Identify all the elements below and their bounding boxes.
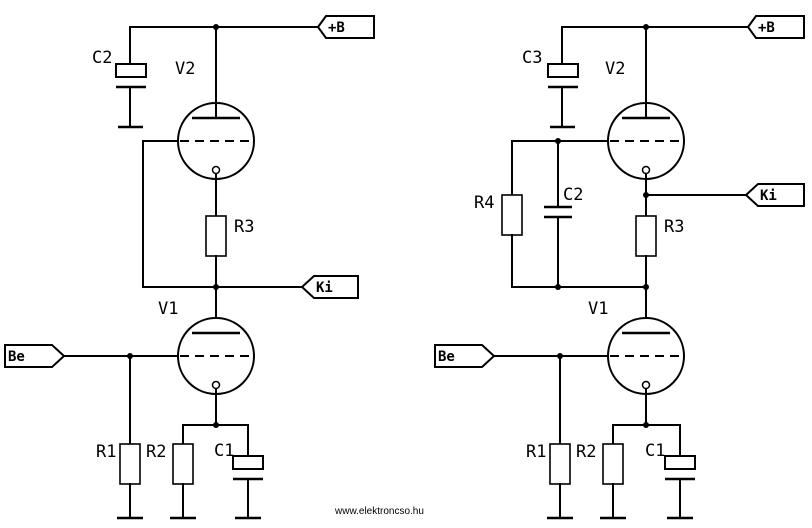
right-c3-label: C3 — [522, 48, 542, 68]
left-r1-body — [119, 443, 141, 485]
right-output-port — [744, 183, 805, 207]
left-output-label: Ki — [316, 280, 333, 296]
right-supply-label: +B — [758, 20, 775, 36]
right-junction — [555, 284, 561, 290]
right-c1-label: C1 — [645, 441, 665, 461]
left-r3-label: R3 — [234, 217, 254, 237]
left-junction — [213, 284, 219, 290]
right-r3-label: R3 — [664, 217, 684, 237]
right-c2-label: C2 — [563, 185, 583, 205]
left-v1-label: V1 — [158, 299, 178, 319]
right-v1-label: V1 — [588, 299, 608, 319]
right-v2-cathode — [641, 165, 651, 175]
left-c2-label: C2 — [92, 48, 112, 68]
left-cathode-bus — [182, 424, 249, 457]
right-r2-label: R2 — [576, 442, 596, 462]
left-circuit: +B C2 V2 R3 Ki V1 Be — [4, 15, 375, 520]
watermark: www.elektroncso.hu — [334, 506, 424, 517]
right-r2-body — [602, 443, 624, 485]
right-c3-plate-top — [547, 63, 579, 78]
right-r1-label: R1 — [526, 442, 546, 462]
right-input-label: Be — [438, 349, 455, 365]
left-v2-grid-wire — [142, 140, 217, 288]
left-v2-cathode — [211, 165, 221, 175]
right-r4-body — [501, 194, 523, 236]
right-c1-plate-top — [664, 455, 696, 470]
right-input-port — [434, 344, 496, 368]
left-v1-cathode — [211, 380, 221, 390]
left-input-label: Be — [8, 349, 25, 365]
left-r2-label: R2 — [146, 442, 166, 462]
left-r1-label: R1 — [96, 442, 116, 462]
left-c1-label: C1 — [214, 441, 234, 461]
right-supply-port — [746, 15, 805, 39]
right-v2-label: V2 — [605, 59, 625, 79]
left-r3-body — [205, 215, 227, 257]
right-output-label: Ki — [760, 188, 777, 204]
right-r3-body — [635, 215, 657, 257]
left-output-port — [300, 275, 359, 299]
left-r2-body — [172, 443, 194, 485]
right-v1-cathode — [641, 380, 651, 390]
left-supply-label: +B — [328, 20, 345, 36]
left-c2-plate-top — [115, 63, 147, 78]
left-v2-label: V2 — [175, 59, 195, 79]
right-circuit: +B C3 V2 R4 C2 Ki — [434, 15, 805, 520]
left-supply-port — [316, 15, 375, 39]
right-r1-body — [549, 443, 571, 485]
left-input-port — [4, 344, 66, 368]
right-cathode-bus — [612, 424, 681, 457]
right-r4-label: R4 — [474, 193, 494, 213]
left-c1-plate-top — [232, 455, 264, 470]
